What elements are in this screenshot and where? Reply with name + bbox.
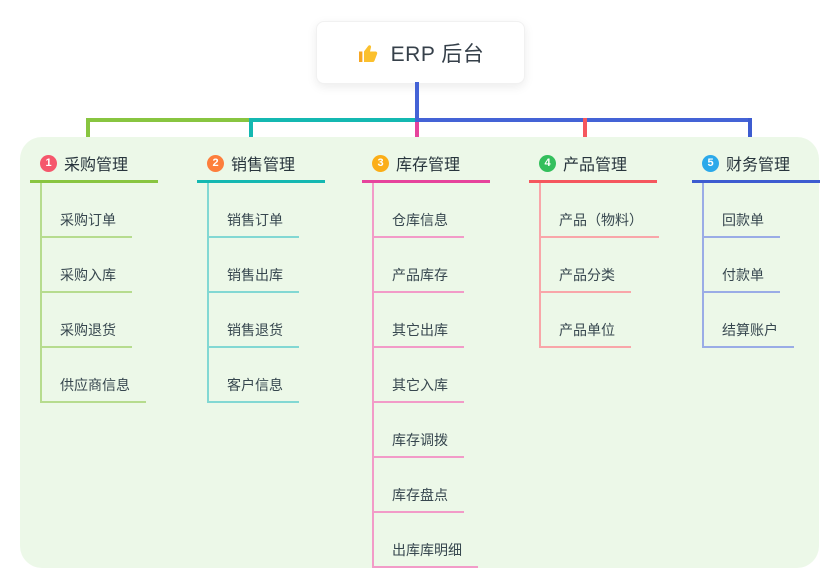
connector-drop-purchase [86, 118, 90, 152]
branch-header-product[interactable]: 4 产品管理 [529, 149, 657, 183]
connector-drop-finance [748, 118, 752, 152]
node-purchase-order[interactable]: 采购订单 [42, 183, 132, 238]
branch-label: 财务管理 [726, 157, 791, 174]
connector-horizontal-green [86, 118, 255, 122]
node-sales-order[interactable]: 销售订单 [209, 183, 299, 238]
branch-label: 采购管理 [64, 157, 129, 174]
branch-label: 销售管理 [231, 157, 296, 174]
branch-header-inventory[interactable]: 3 库存管理 [362, 149, 490, 183]
branch-children: 仓库信息 产品库存 其它出库 其它入库 库存调拨 库存盘点 出库库明细 [372, 183, 478, 568]
branch-children: 产品（物料） 产品分类 产品单位 [539, 183, 659, 348]
node-product-unit[interactable]: 产品单位 [541, 293, 631, 348]
branch-children: 回款单 付款单 结算账户 [702, 183, 794, 348]
branch-header-purchase[interactable]: 1 采购管理 [30, 149, 158, 183]
node-purchase-inbound[interactable]: 采购入库 [42, 238, 132, 293]
branch-header-sales[interactable]: 2 销售管理 [197, 149, 325, 183]
branches-panel [20, 137, 819, 568]
node-other-inbound[interactable]: 其它入库 [374, 348, 464, 403]
connector-drop-product [583, 118, 587, 152]
node-product-stock[interactable]: 产品库存 [374, 238, 464, 293]
node-settlement-account[interactable]: 结算账户 [704, 293, 794, 348]
node-sales-outbound[interactable]: 销售出库 [209, 238, 299, 293]
node-stock-transfer[interactable]: 库存调拨 [374, 403, 464, 458]
branch-children: 采购订单 采购入库 采购退货 供应商信息 [40, 183, 146, 403]
badge-3: 3 [372, 154, 389, 172]
node-payment-bill[interactable]: 付款单 [704, 238, 780, 293]
branch-children: 销售订单 销售出库 销售退货 客户信息 [207, 183, 299, 403]
connector-root-vertical [415, 82, 419, 120]
badge-5: 5 [702, 154, 719, 172]
branch-purchase: 1 采购管理 采购订单 采购入库 采购退货 供应商信息 [30, 149, 158, 403]
node-receipt-bill[interactable]: 回款单 [704, 183, 780, 238]
branch-label: 库存管理 [396, 157, 461, 174]
node-purchase-return[interactable]: 采购退货 [42, 293, 132, 348]
node-stock-taking[interactable]: 库存盘点 [374, 458, 464, 513]
branch-product: 4 产品管理 产品（物料） 产品分类 产品单位 [529, 149, 659, 348]
node-sales-return[interactable]: 销售退货 [209, 293, 299, 348]
branch-finance: 5 财务管理 回款单 付款单 结算账户 [692, 149, 820, 348]
node-other-outbound[interactable]: 其它出库 [374, 293, 464, 348]
branch-header-finance[interactable]: 5 财务管理 [692, 149, 820, 183]
root-node-title: ERP 后台 [390, 42, 485, 66]
root-node-erp[interactable]: ERP 后台 [316, 21, 525, 84]
node-customer-info[interactable]: 客户信息 [209, 348, 299, 403]
connector-drop-sales [249, 118, 253, 152]
connector-horizontal-teal [249, 118, 417, 122]
node-product-material[interactable]: 产品（物料） [541, 183, 659, 238]
node-product-category[interactable]: 产品分类 [541, 238, 631, 293]
branch-sales: 2 销售管理 销售订单 销售出库 销售退货 客户信息 [197, 149, 325, 403]
branch-label: 产品管理 [563, 157, 628, 174]
node-supplier-info[interactable]: 供应商信息 [42, 348, 146, 403]
node-warehouse-info[interactable]: 仓库信息 [374, 183, 464, 238]
node-outbound-detail[interactable]: 出库库明细 [374, 513, 478, 568]
badge-2: 2 [207, 154, 224, 172]
thumbs-up-icon [358, 44, 377, 62]
badge-1: 1 [40, 154, 57, 172]
branch-inventory: 3 库存管理 仓库信息 产品库存 其它出库 其它入库 库存调拨 库存盘点 出库库… [362, 149, 490, 568]
badge-4: 4 [539, 154, 556, 172]
